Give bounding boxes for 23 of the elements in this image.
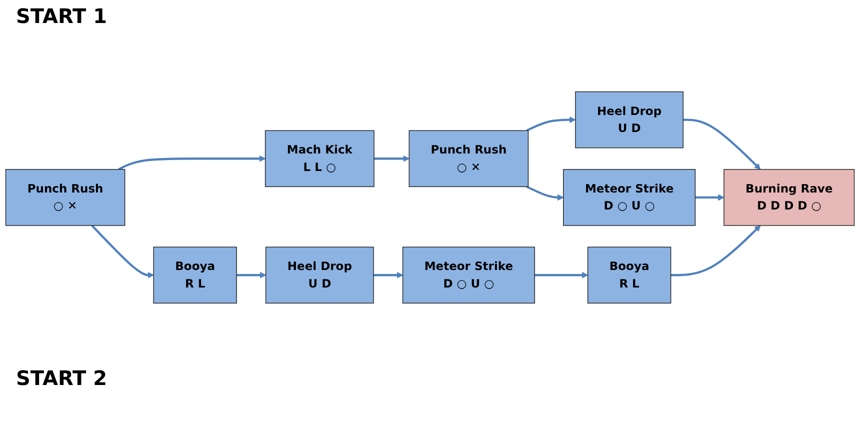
node-box: Meteor Strike D ○ U ○ — [563, 168, 696, 226]
start-label: START 1 — [16, 4, 108, 28]
node-box: Booya R L — [587, 246, 672, 304]
node-box: Heel Drop U D — [265, 246, 374, 304]
node-box: Mach Kick L L ○ — [264, 130, 374, 187]
arrow — [670, 224, 761, 276]
node-box: Booya R L — [153, 246, 237, 304]
arrow — [374, 272, 404, 278]
node-box: Punch Rush ○ ✕ — [5, 168, 126, 226]
node-box: Heel Drop U D — [575, 90, 684, 148]
arrow — [695, 194, 724, 200]
arrow — [91, 224, 154, 278]
arrow — [118, 155, 266, 170]
node-box: Meteor Strike D ○ U ○ — [402, 246, 535, 304]
arrow — [526, 185, 564, 200]
arrow — [374, 155, 410, 162]
node-box: Punch Rush ○ ✕ — [408, 130, 529, 187]
node-box: Burning Rave D D D D ○ — [724, 168, 855, 226]
start-label: START 2 — [16, 366, 108, 390]
arrow — [683, 118, 761, 170]
arrow — [526, 116, 576, 132]
arrow — [534, 272, 588, 278]
arrow — [236, 272, 266, 278]
